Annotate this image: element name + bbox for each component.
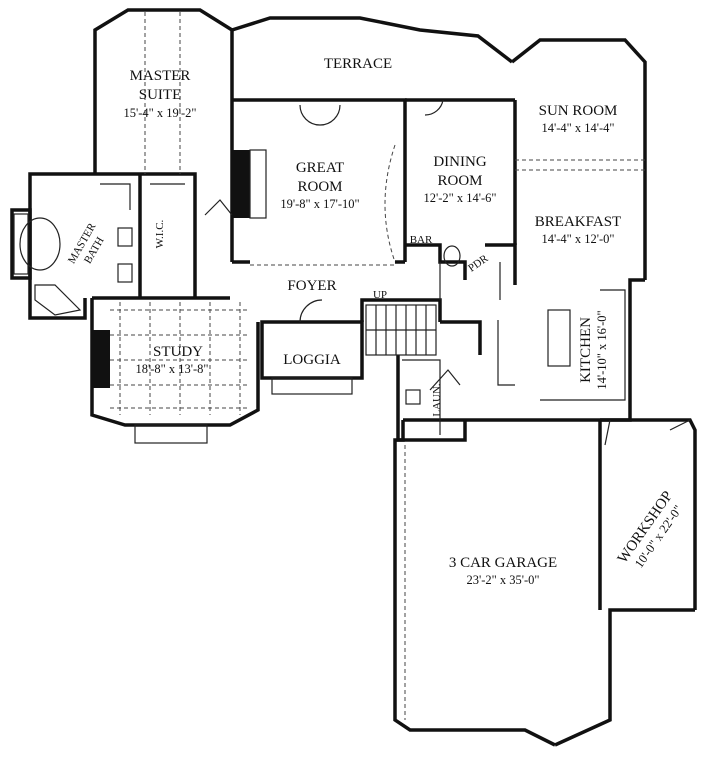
breakfast-label: BREAKFAST bbox=[535, 214, 621, 230]
kitchen-label: KITCHEN bbox=[578, 317, 594, 383]
breakfast-dim: 14'-4" x 12'-0" bbox=[541, 232, 614, 246]
dining-room-label-1: DINING bbox=[433, 154, 486, 170]
great-room-dim: 19'-8" x 17'-10" bbox=[280, 197, 359, 211]
stairs bbox=[365, 304, 437, 356]
master-suite-label-2: SUITE bbox=[139, 87, 182, 103]
pdr-label: PDR bbox=[466, 252, 491, 274]
study-dim: 18'-8" x 13'-8" bbox=[135, 362, 208, 376]
bar-label: BAR bbox=[410, 234, 433, 246]
doors bbox=[204, 99, 691, 446]
exterior-walls bbox=[10, 8, 697, 747]
fixtures bbox=[13, 213, 461, 444]
foyer-label: FOYER bbox=[287, 278, 336, 294]
sun-room-label: SUN ROOM bbox=[539, 103, 618, 119]
sun-room-dim: 14'-4" x 14'-4" bbox=[541, 121, 614, 135]
dashed-lines bbox=[110, 12, 645, 720]
up-label: UP bbox=[373, 289, 387, 301]
bathtub bbox=[19, 217, 61, 271]
garage-dim: 23'-2" x 35'-0" bbox=[466, 573, 539, 587]
toilet bbox=[443, 245, 461, 267]
room-labels: TERRACE MASTER SUITE 15'-4" x 19'-2" GRE… bbox=[66, 56, 685, 587]
dining-room-dim: 12'-2" x 14'-6" bbox=[423, 191, 496, 205]
washer bbox=[405, 389, 421, 405]
laundry-label: LAUN. bbox=[431, 383, 443, 417]
kitchen-dim: 14'-10" x 16'-0" bbox=[595, 310, 609, 389]
dining-room-label-2: ROOM bbox=[437, 173, 482, 189]
study-label: STUDY bbox=[153, 344, 203, 360]
garage-label: 3 CAR GARAGE bbox=[449, 555, 557, 571]
great-room-label-2: ROOM bbox=[297, 179, 342, 195]
terrace-label: TERRACE bbox=[324, 56, 392, 72]
master-suite-dim: 15'-4" x 19'-2" bbox=[123, 106, 196, 120]
interior-walls bbox=[92, 149, 626, 435]
wic-label: W.I.C. bbox=[154, 219, 166, 248]
loggia-label: LOGGIA bbox=[283, 352, 341, 368]
master-suite-label-1: MASTER bbox=[130, 68, 191, 84]
great-room-label-1: GREAT bbox=[296, 160, 344, 176]
